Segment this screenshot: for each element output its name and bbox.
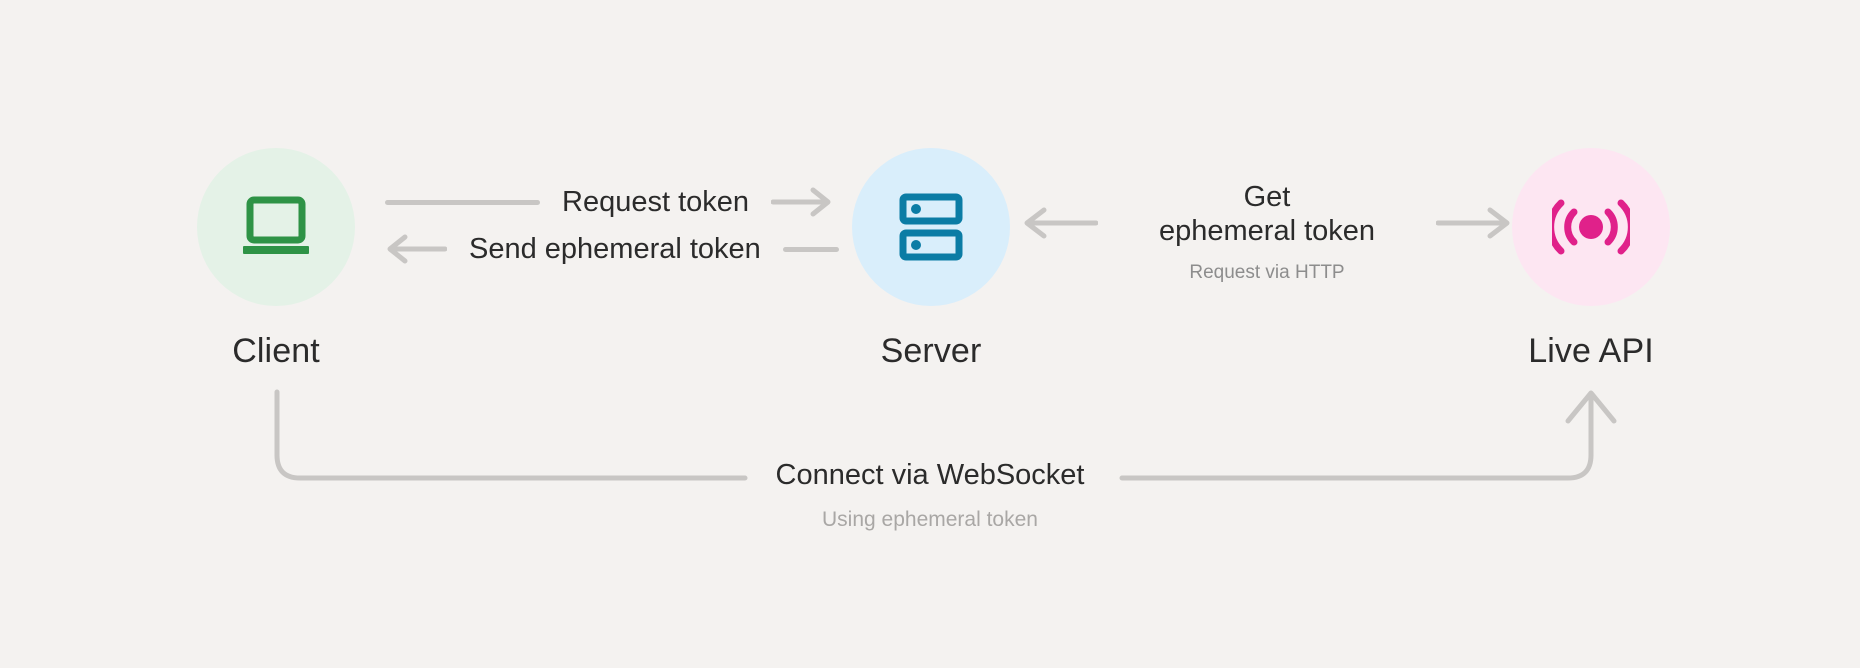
node-client[interactable]: Client — [197, 148, 355, 371]
flow-request-token-line — [385, 199, 540, 205]
flow-get-ephemeral-token: Get ephemeral token Request via HTTP — [1022, 180, 1512, 285]
flow-send-ephemeral-token: Send ephemeral token — [385, 232, 839, 266]
broadcast-icon — [1552, 199, 1630, 255]
server-rack-icon — [899, 193, 963, 261]
node-server-circle — [852, 148, 1010, 306]
node-server-label: Server — [880, 332, 982, 370]
flow-get-sublabel: Request via HTTP — [1189, 262, 1345, 284]
arrow-left-icon — [387, 234, 447, 264]
arrow-right-icon — [1436, 207, 1510, 239]
arrow-left-icon — [1024, 207, 1098, 239]
node-client-circle — [197, 148, 355, 306]
flow-get-left-arrow-holder — [1022, 180, 1098, 240]
node-live-api-label: Live API — [1528, 332, 1654, 370]
node-server[interactable]: Server — [852, 148, 1010, 371]
laptop-icon — [243, 196, 309, 254]
flow-get-label-line1: Get — [1243, 181, 1291, 213]
flow-send-ephemeral-token-line — [782, 246, 839, 252]
flow-request-token: Request token — [385, 185, 833, 219]
flow-get-label-line2: ephemeral token — [1158, 215, 1376, 248]
flow-get-right-arrow-holder — [1436, 180, 1512, 240]
flow-request-token-label: Request token — [562, 186, 750, 218]
node-client-label: Client — [232, 332, 320, 370]
flow-send-ephemeral-token-label: Send ephemeral token — [469, 233, 761, 265]
node-live-api-circle — [1512, 148, 1670, 306]
flow-get-label-group: Get ephemeral token Request via HTTP — [1117, 180, 1417, 285]
node-live-api[interactable]: Live API — [1512, 148, 1670, 371]
arrow-right-icon — [771, 187, 831, 217]
